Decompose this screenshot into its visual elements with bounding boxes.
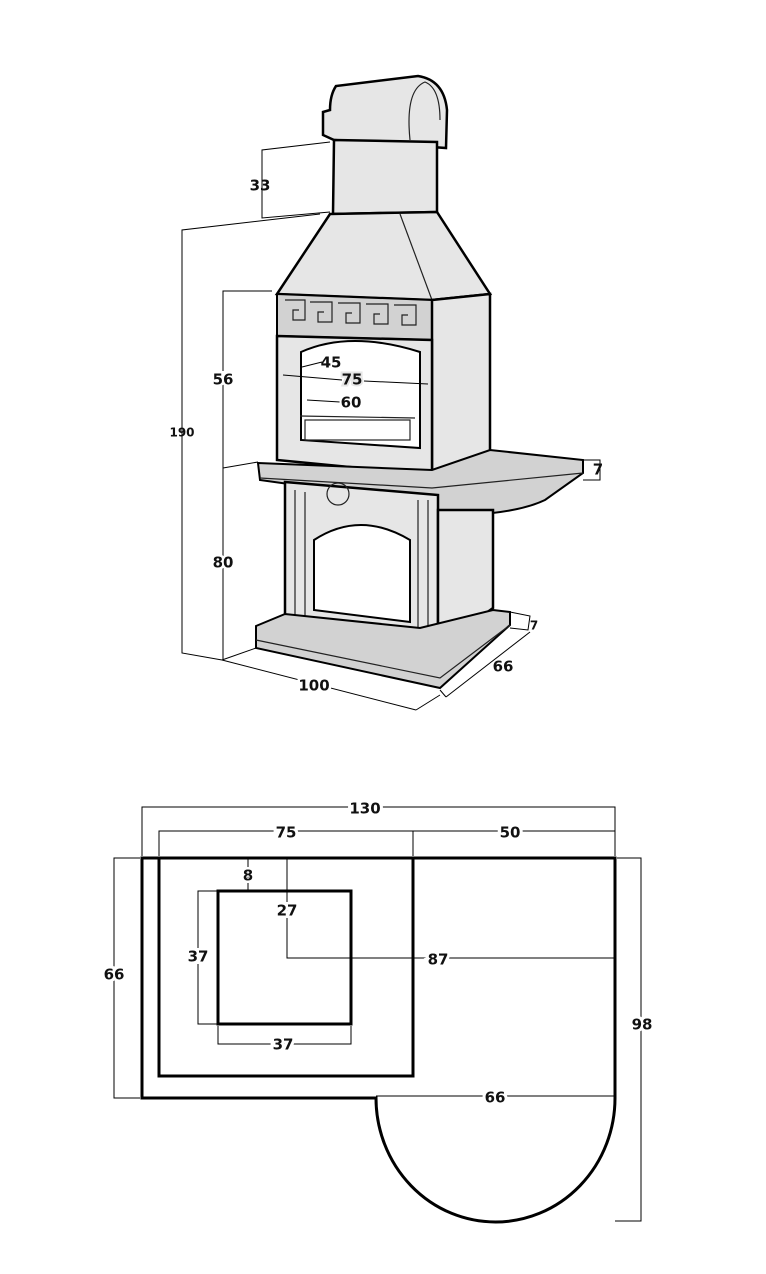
- dim-chimney-height: 33: [250, 177, 271, 195]
- chimney-stack: [331, 138, 439, 216]
- dim-base-height: 80: [213, 554, 234, 572]
- plan-firebox-outline: [157, 856, 415, 1078]
- dim-grill-center-offset: 27: [277, 902, 298, 920]
- dim-countertop-thickness: 7: [593, 461, 603, 479]
- plan-outline: [140, 856, 617, 1224]
- plan-dimension-lines: [113, 806, 642, 1222]
- ornament-medallion: [326, 482, 350, 506]
- dim-grill-depth: 45: [321, 354, 342, 372]
- dim-center-to-edge: 87: [428, 951, 449, 969]
- dim-firebox-width: 75: [276, 824, 297, 842]
- dim-grill-width: 60: [341, 394, 362, 412]
- dim-grill-opening-width: 75: [342, 371, 363, 389]
- dim-depth: 66: [493, 658, 514, 676]
- dim-firebox-height: 56: [213, 371, 234, 389]
- dim-width: 100: [298, 677, 329, 695]
- dim-grill-height: 37: [188, 948, 209, 966]
- dim-grill-width-plan: 37: [273, 1036, 294, 1054]
- dim-semicircle-diameter: 66: [485, 1089, 506, 1107]
- dim-plinth-thickness: 7: [530, 619, 538, 633]
- dim-total-width: 130: [349, 800, 380, 818]
- grill-opening: [300, 340, 421, 450]
- dim-plan-depth: 66: [104, 966, 125, 984]
- base-opening: [313, 524, 411, 624]
- dim-total-depth: 98: [632, 1016, 653, 1034]
- bbq-perspective-illustration: [255, 74, 584, 690]
- perspective-labels: 33 190 56 80 45 75 60 7 7 66 100: [169, 177, 603, 698]
- plan-labels: 130 75 50 8 27 37 87 37 66 98 66: [101, 797, 656, 1110]
- dim-total-height: 190: [169, 426, 194, 440]
- plan-view: 130 75 50 8 27 37 87 37 66 98 66: [101, 797, 656, 1224]
- firebox-side: [430, 292, 492, 477]
- chimney-cap: [321, 74, 449, 150]
- hood: [274, 210, 493, 302]
- frieze: [276, 292, 433, 342]
- perspective-dimension-lines: [181, 141, 601, 711]
- dim-grill-offset: 8: [243, 867, 253, 885]
- dim-counter-width: 50: [500, 824, 521, 842]
